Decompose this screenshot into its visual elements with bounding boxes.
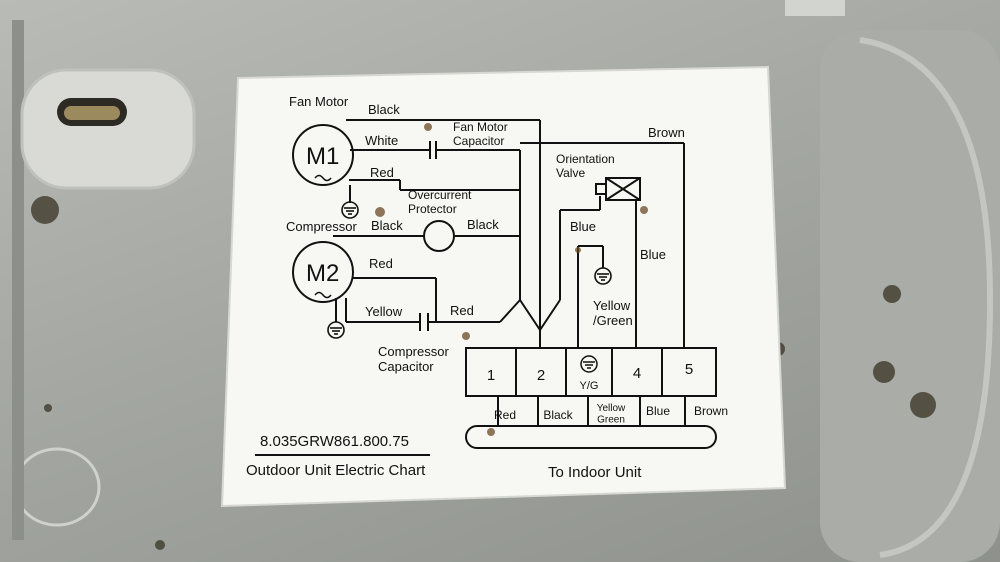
compressor-title: Compressor <box>286 219 357 234</box>
wire-label-valve-blue-right: Blue <box>640 247 666 262</box>
housing-tab <box>785 0 845 16</box>
wire-label-comp-black: Black <box>371 218 403 233</box>
housing-edge <box>12 20 24 540</box>
fan-ground-icon <box>341 201 359 219</box>
housing-rim <box>859 37 994 558</box>
overcurrent-protector-symbol <box>423 220 455 252</box>
compressor-symbol-label: M2 <box>306 260 339 287</box>
indoor-wire-label-blue: Blue <box>646 404 670 418</box>
fan-motor-title: Fan Motor <box>289 94 349 109</box>
wire-label-valve-blue-left: Blue <box>570 219 596 234</box>
wiring-lines <box>333 119 686 438</box>
fan-motor-symbol <box>292 124 354 186</box>
indoor-wire-label-black: Black <box>543 408 573 422</box>
indoor-wire-label-brown: Brown <box>694 404 728 418</box>
compressor-ground-icon <box>327 321 345 339</box>
fan-capacitor-symbol <box>429 141 437 159</box>
dirt-spots <box>31 196 936 550</box>
part-number: 8.035GRW861.800.75 <box>260 433 409 450</box>
indoor-cable <box>465 425 717 449</box>
compressor-ac-symbol-icon <box>314 291 332 299</box>
terminal-4-label: 4 <box>633 365 641 382</box>
yellow-green-wire-label: Yellow/Green <box>593 298 633 328</box>
housing-circle <box>13 447 101 527</box>
terminal-block <box>465 347 717 397</box>
terminal-2-label: 2 <box>537 367 545 384</box>
wire-label-comp-red-right: Red <box>450 303 474 318</box>
mounting-grommet <box>20 68 196 190</box>
terminal-ground-icon <box>580 355 598 373</box>
wire-label-protector-black: Black <box>467 217 499 232</box>
housing-recess <box>820 30 1000 562</box>
to-indoor-unit-label: To Indoor Unit <box>548 464 642 481</box>
chart-title: Outdoor Unit Electric Chart <box>246 462 426 479</box>
wire-label-comp-red: Red <box>369 256 393 271</box>
fan-ac-symbol-icon <box>314 174 332 182</box>
wire-label-comp-yellow: Yellow <box>365 304 403 319</box>
wire-label-fan-white: White <box>365 133 398 148</box>
fan-motor-symbol-label: M1 <box>306 143 339 170</box>
compressor-capacitor-symbol <box>419 313 429 331</box>
terminal-1-label: 1 <box>487 367 495 384</box>
orientation-valve-symbol <box>595 177 641 201</box>
wire-label-fan-red: Red <box>370 165 394 180</box>
compressor-motor-symbol <box>292 241 354 303</box>
rust-stains <box>375 123 648 436</box>
terminal-yg-label: Y/G <box>580 380 599 392</box>
wire-label-brown: Brown <box>648 125 685 140</box>
valve-ground-icon <box>594 267 612 285</box>
terminal-5-label: 5 <box>685 361 693 378</box>
indoor-wire-label-red: Red <box>494 408 516 422</box>
wire-label-fan-black: Black <box>368 102 400 117</box>
